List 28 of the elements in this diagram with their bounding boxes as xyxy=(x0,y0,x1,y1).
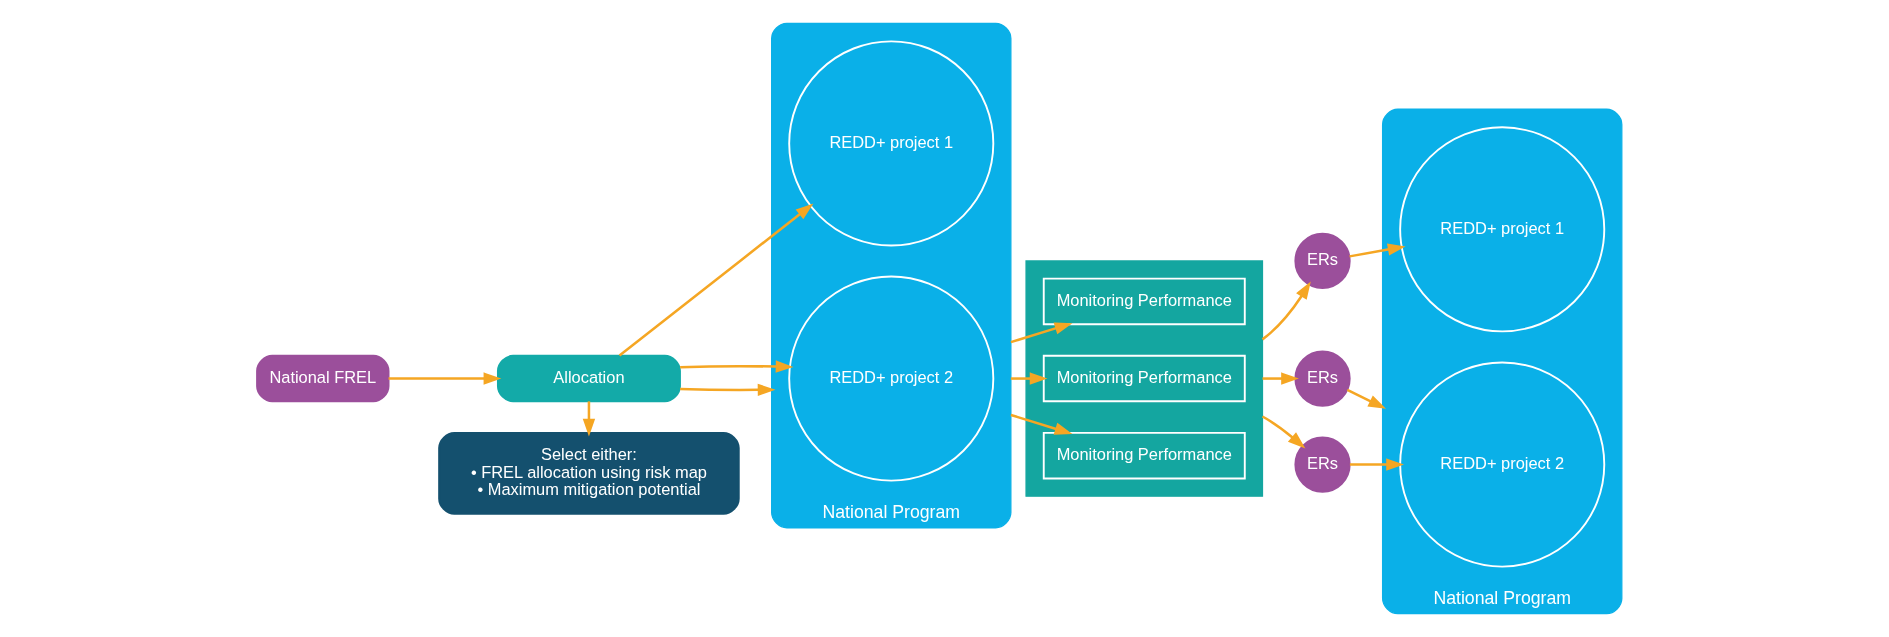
arrow xyxy=(1349,458,1404,471)
arrow xyxy=(582,401,596,437)
node-circle: ERs xyxy=(1294,436,1351,493)
node-circle: ERs xyxy=(1294,350,1351,407)
arrow xyxy=(1262,372,1299,385)
node-circle: ERs xyxy=(1294,232,1351,290)
arrow xyxy=(1010,322,1073,344)
arrow xyxy=(680,383,776,397)
node-box: Monitoring Performance xyxy=(1042,354,1246,403)
arrow xyxy=(1346,388,1387,409)
arrow xyxy=(618,203,814,357)
node-box: Monitoring Performance xyxy=(1042,277,1246,326)
node-box: Allocation xyxy=(496,354,681,403)
node-circle: REDD+ project 2 xyxy=(788,275,995,482)
node-circle: REDD+ project 1 xyxy=(1399,126,1606,333)
node-circle: REDD+ project 2 xyxy=(1399,361,1606,568)
arrow xyxy=(388,372,502,385)
arrow xyxy=(1349,243,1406,258)
node-box: Select either: • FREL allocation using risk map • Maximum mitigation potential xyxy=(438,431,740,515)
cluster xyxy=(1025,260,1264,497)
node-box: Monitoring Performance xyxy=(1042,431,1246,480)
arrow xyxy=(1010,372,1048,385)
arrow xyxy=(680,360,794,373)
node-box: National FREL xyxy=(256,354,390,403)
node-circle: REDD+ project 1 xyxy=(788,40,995,247)
arrow xyxy=(1010,413,1073,435)
arrow xyxy=(1261,415,1306,449)
arrow xyxy=(1261,281,1311,341)
